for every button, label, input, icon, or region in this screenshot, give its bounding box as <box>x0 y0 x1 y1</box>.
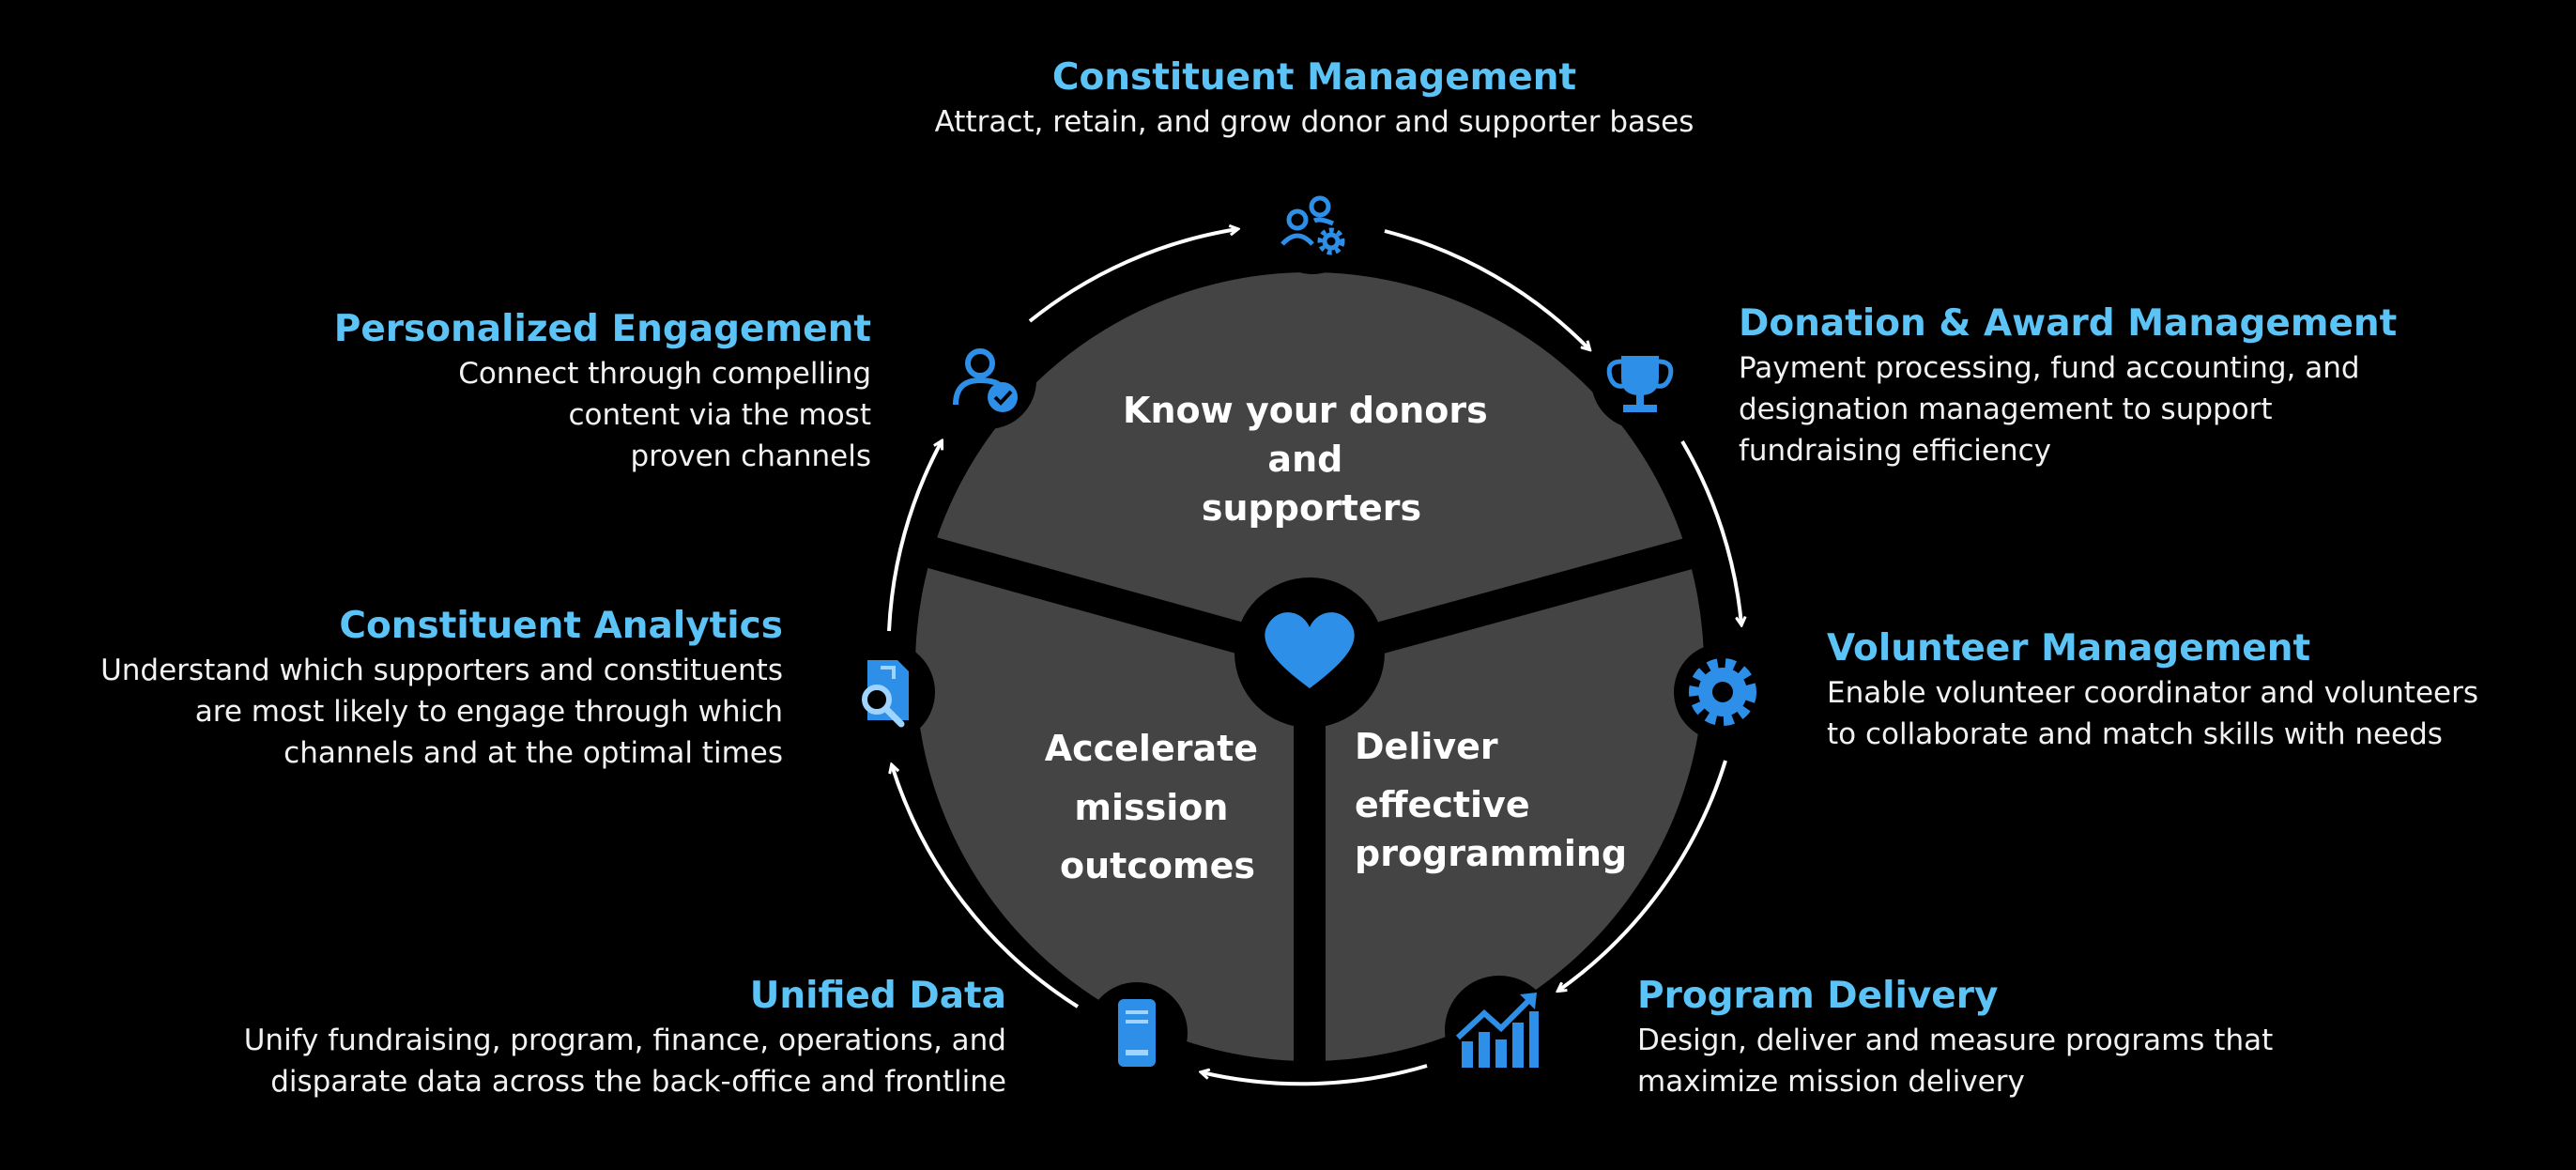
label-unified-data: Unified Data Unify fundraising, program,… <box>244 973 1006 1102</box>
label-constituent-analytics: Constituent Analytics Understand which s… <box>100 603 783 774</box>
arrow-2 <box>1680 439 1741 624</box>
cycle-arrows <box>887 229 1741 1086</box>
node-donation-award <box>1591 331 1689 429</box>
constituent-analytics-desc: Understand which supporters and constitu… <box>100 654 783 770</box>
label-volunteer-management: Volunteer Management Enable volunteer co… <box>1827 625 2478 755</box>
arrow-3 <box>1558 760 1727 991</box>
heart-icon <box>1265 612 1355 688</box>
personalized-engagement-title: Personalized Engagement <box>333 308 871 350</box>
analytics-search-icon <box>862 660 909 728</box>
arrow-1 <box>1384 229 1589 349</box>
label-program-delivery: Program Delivery Design, deliver and mea… <box>1637 973 2273 1102</box>
donation-award-desc: Payment processing, fund accounting, and… <box>1739 351 2360 468</box>
segment-right-text: Deliver effective programming <box>1355 726 1627 874</box>
people-gear-icon <box>1280 195 1345 255</box>
arrow-4 <box>1202 1064 1428 1086</box>
unified-data-desc: Unify fundraising, program, finance, ope… <box>243 1024 1006 1099</box>
personalized-engagement-desc: Connect through compelling content via t… <box>458 357 871 473</box>
label-personalized-engagement: Personalized Engagement Connect through … <box>334 306 871 477</box>
trophy-icon <box>1606 356 1674 412</box>
node-program-delivery <box>1445 976 1554 1085</box>
constituent-management-desc: Attract, retain, and grow donor and supp… <box>934 105 1694 139</box>
gear-icon <box>1689 658 1756 726</box>
unified-data-title: Unified Data <box>749 975 1006 1017</box>
node-unified-data <box>1086 982 1188 1084</box>
volunteer-management-title: Volunteer Management <box>1827 627 2311 670</box>
program-delivery-desc: Design, deliver and measure programs tha… <box>1637 1024 2274 1099</box>
program-delivery-title: Program Delivery <box>1637 975 1999 1017</box>
constituent-analytics-title: Constituent Analytics <box>339 605 783 647</box>
node-constituent-analytics <box>834 641 935 743</box>
constituent-management-title: Constituent Management <box>1051 56 1577 99</box>
arrow-6 <box>887 441 942 632</box>
node-volunteer-management <box>1674 643 1771 741</box>
arrow-5 <box>892 765 1080 1008</box>
database-icon <box>1118 999 1156 1067</box>
person-check-icon <box>953 348 1018 412</box>
donation-award-title: Donation & Award Management <box>1739 302 2398 345</box>
node-personalized-engagement <box>939 331 1036 429</box>
label-constituent-management: Constituent Management Attract, retain, … <box>845 54 1784 143</box>
volunteer-management-desc: Enable volunteer coordinator and volunte… <box>1827 676 2478 751</box>
arrow-7 <box>1028 229 1237 323</box>
node-constituent-management <box>1264 177 1361 274</box>
segment-left-text: Accelerate mission outcomes <box>1045 728 1271 886</box>
label-donation-award: Donation & Award Management Payment proc… <box>1739 300 2397 471</box>
growth-chart-icon <box>1455 993 1539 1068</box>
segment-top-text: Know your donors and supporters <box>1123 390 1500 529</box>
